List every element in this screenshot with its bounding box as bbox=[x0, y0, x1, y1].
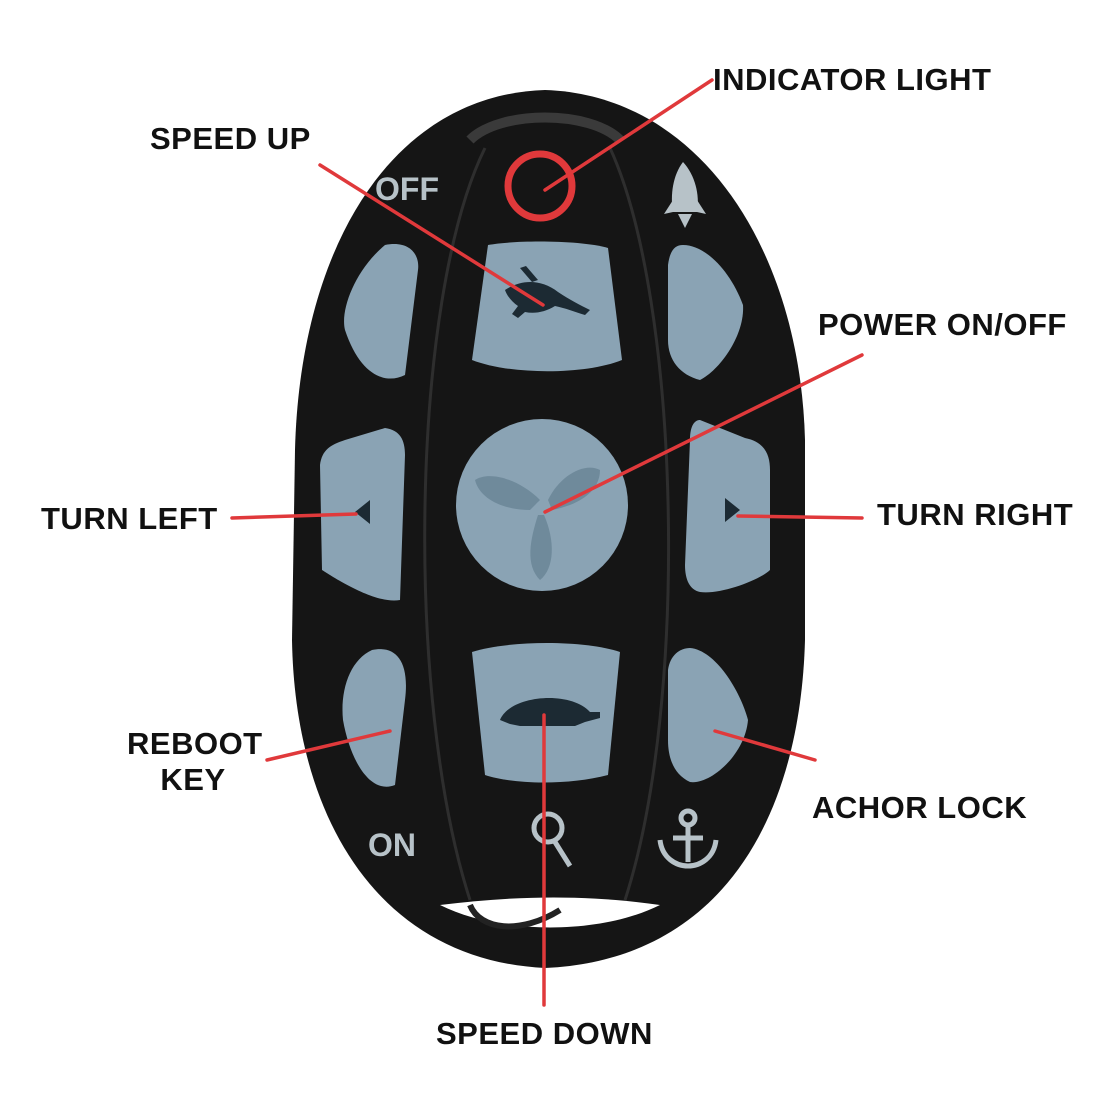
leader-power-on-off bbox=[543, 353, 864, 514]
callout-turn-left: TURN LEFT bbox=[41, 501, 218, 536]
keyring-slot-top bbox=[466, 112, 624, 144]
indicator-light bbox=[504, 150, 576, 222]
leader-turn-right bbox=[736, 514, 864, 520]
leader-lines bbox=[230, 78, 864, 1007]
callout-power-on-off: POWER ON/OFF bbox=[818, 307, 1067, 342]
power-on-off-button[interactable] bbox=[456, 419, 628, 591]
anchor-icon bbox=[657, 808, 719, 869]
body-contour-right bbox=[608, 147, 671, 901]
rocket-icon bbox=[664, 162, 706, 228]
speed-up-button[interactable] bbox=[472, 241, 622, 372]
callout-speed-down: SPEED DOWN bbox=[436, 1016, 653, 1051]
leader-speed-up bbox=[318, 163, 545, 307]
callout-speed-up: SPEED UP bbox=[150, 121, 311, 156]
callout-turn-right: TURN RIGHT bbox=[877, 497, 1074, 532]
turtle-icon bbox=[500, 698, 600, 726]
turn-right-button[interactable] bbox=[685, 420, 770, 593]
left-arrow-icon bbox=[355, 500, 370, 524]
leader-anchor-lock bbox=[713, 729, 817, 762]
off-label: OFF bbox=[375, 171, 439, 207]
leader-indicator-light bbox=[543, 78, 714, 192]
body-contour-left bbox=[423, 147, 487, 901]
leader-turn-left bbox=[230, 512, 358, 520]
callout-anchor-lock: ACHOR LOCK bbox=[812, 790, 1028, 825]
top-left-button[interactable] bbox=[344, 244, 419, 379]
anchor-lock-button[interactable] bbox=[668, 648, 748, 783]
callout-indicator-light: INDICATOR LIGHT bbox=[713, 62, 992, 97]
callout-reboot-key-line1: REBOOT bbox=[127, 726, 263, 761]
lanyard-cord bbox=[467, 903, 562, 930]
speed-down-button[interactable] bbox=[472, 643, 620, 783]
turn-left-button[interactable] bbox=[320, 428, 405, 601]
key-icon bbox=[531, 811, 573, 868]
callout-reboot-key: REBOOT KEY bbox=[127, 726, 263, 797]
top-right-button[interactable] bbox=[668, 245, 744, 380]
rabbit-icon bbox=[505, 266, 590, 318]
reboot-key-button[interactable] bbox=[342, 649, 406, 787]
propeller-icon bbox=[475, 467, 600, 580]
leader-reboot-key bbox=[265, 729, 392, 762]
callout-reboot-key-line2: KEY bbox=[160, 761, 226, 797]
right-arrow-icon bbox=[725, 498, 740, 522]
on-label: ON bbox=[368, 827, 416, 863]
